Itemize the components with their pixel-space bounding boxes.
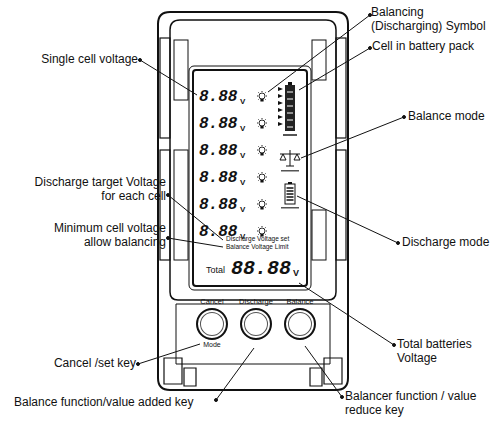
lcd-caption: Total xyxy=(206,265,225,275)
balancing-symbol xyxy=(257,145,267,156)
side-grip xyxy=(160,38,170,138)
volt-unit: V xyxy=(240,124,245,133)
button-panel xyxy=(176,304,330,364)
lcd-window xyxy=(193,70,307,286)
volt-unit: V xyxy=(240,205,245,214)
cell-pack-icon xyxy=(278,82,297,136)
callout-label: Balancer function / value reduce key xyxy=(345,390,495,418)
corner-block xyxy=(164,358,342,386)
key-button: CancelMode xyxy=(187,298,237,349)
key-button: Balance xyxy=(275,298,325,341)
balancing-symbol xyxy=(257,226,267,237)
key-label: Cancel xyxy=(200,298,223,306)
button-circle xyxy=(284,308,316,340)
cell-voltage-digits: 8.88 xyxy=(199,169,237,187)
volt-unit: V xyxy=(240,151,245,160)
key-label: Discharge xyxy=(239,298,273,306)
balance-mode-icon xyxy=(280,150,300,172)
side-grip xyxy=(336,150,346,260)
callout-label: Total batteries Voltage xyxy=(397,338,497,366)
side-grip xyxy=(312,210,326,260)
lcd-caption: Discharge Voltage set xyxy=(226,235,289,242)
balancing-symbol xyxy=(257,91,267,102)
total-voltage-digits: 88.88 xyxy=(231,257,291,280)
key-sublabel: Mode xyxy=(203,341,221,349)
key-button: Discharge xyxy=(231,298,281,341)
callout-label: Balance mode xyxy=(408,110,485,124)
key-label: Balance xyxy=(286,298,313,306)
callout-label: Discharge target Voltage for each cell xyxy=(24,176,166,204)
cell-voltage-digits: 8.88 xyxy=(199,142,237,160)
callout-label: Single cell voltage xyxy=(20,53,138,67)
housing-inner xyxy=(170,20,336,300)
lcd-bezel xyxy=(189,66,311,290)
side-grip xyxy=(312,40,326,80)
button-circle xyxy=(240,308,272,340)
volt-unit: V xyxy=(240,97,245,106)
callout-label: Balancing (Discharging) Symbol xyxy=(371,6,497,34)
callout-label: Minimum cell voltage allow balancing xyxy=(24,222,166,250)
callout-label: Discharge mode xyxy=(402,236,489,250)
button-circle xyxy=(196,308,228,340)
leader-lines xyxy=(137,14,406,402)
housing-outline xyxy=(158,12,348,390)
callout-label: Balance function/value added key xyxy=(14,396,193,410)
cell-voltage-digits: 8.88 xyxy=(199,88,237,106)
volt-unit: V xyxy=(240,178,245,187)
volt-unit: V xyxy=(293,268,299,278)
side-grip xyxy=(336,38,346,138)
discharge-mode-icon xyxy=(281,182,299,209)
balancing-symbol xyxy=(257,172,267,183)
balancing-symbol xyxy=(257,199,267,210)
side-grip xyxy=(174,40,188,100)
balancing-symbol xyxy=(257,118,267,129)
cell-voltage-digits: 8.88 xyxy=(199,115,237,133)
callout-label: Cell in battery pack xyxy=(372,40,482,54)
callout-label: Cancel /set key xyxy=(40,357,136,371)
cell-voltage-digits: 8.88 xyxy=(199,196,237,214)
lcd-caption: Balance Voltage Limit xyxy=(226,243,289,250)
